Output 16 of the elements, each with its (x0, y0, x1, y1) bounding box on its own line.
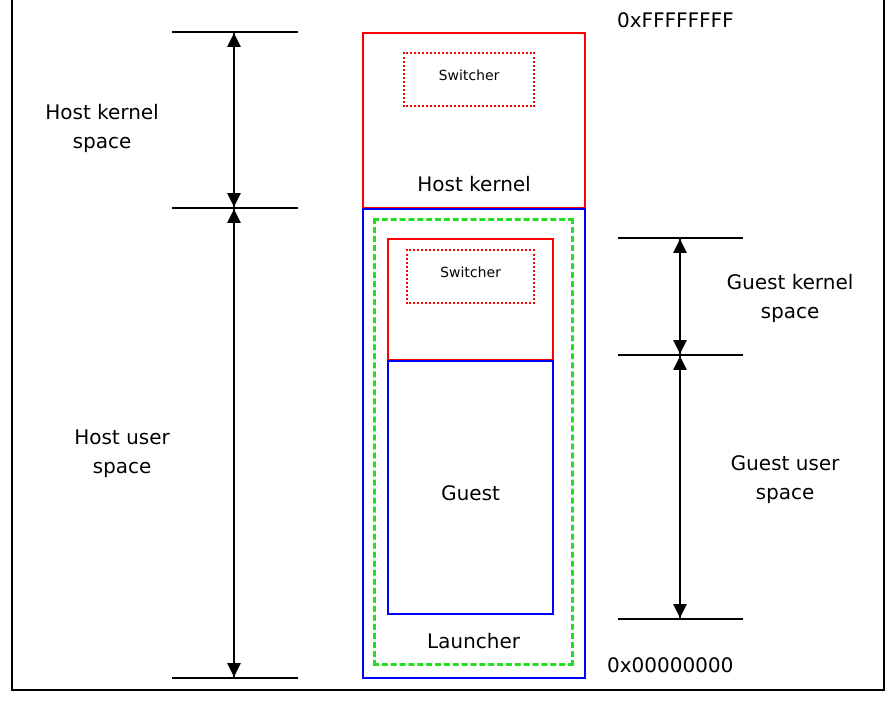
memory-region (362, 32, 586, 209)
address-label: 0xFFFFFFFF (617, 7, 735, 34)
switcher-region (403, 52, 535, 107)
space-label: Guest kernel space (726, 269, 854, 325)
region-label: Guest (440, 481, 501, 505)
space-label: Host kernel space (44, 99, 160, 155)
address-label: 0x00000000 (607, 652, 734, 679)
region-label: Switcher (438, 68, 500, 84)
space-label: Host user space (73, 424, 171, 480)
region-label: Launcher (426, 629, 521, 653)
guest-region (387, 360, 554, 615)
region-label: Host kernel (416, 172, 532, 196)
region-label: Switcher (439, 265, 502, 281)
switcher-region (406, 249, 535, 304)
space-label: Guest user space (730, 450, 840, 506)
memory-region (387, 238, 554, 361)
